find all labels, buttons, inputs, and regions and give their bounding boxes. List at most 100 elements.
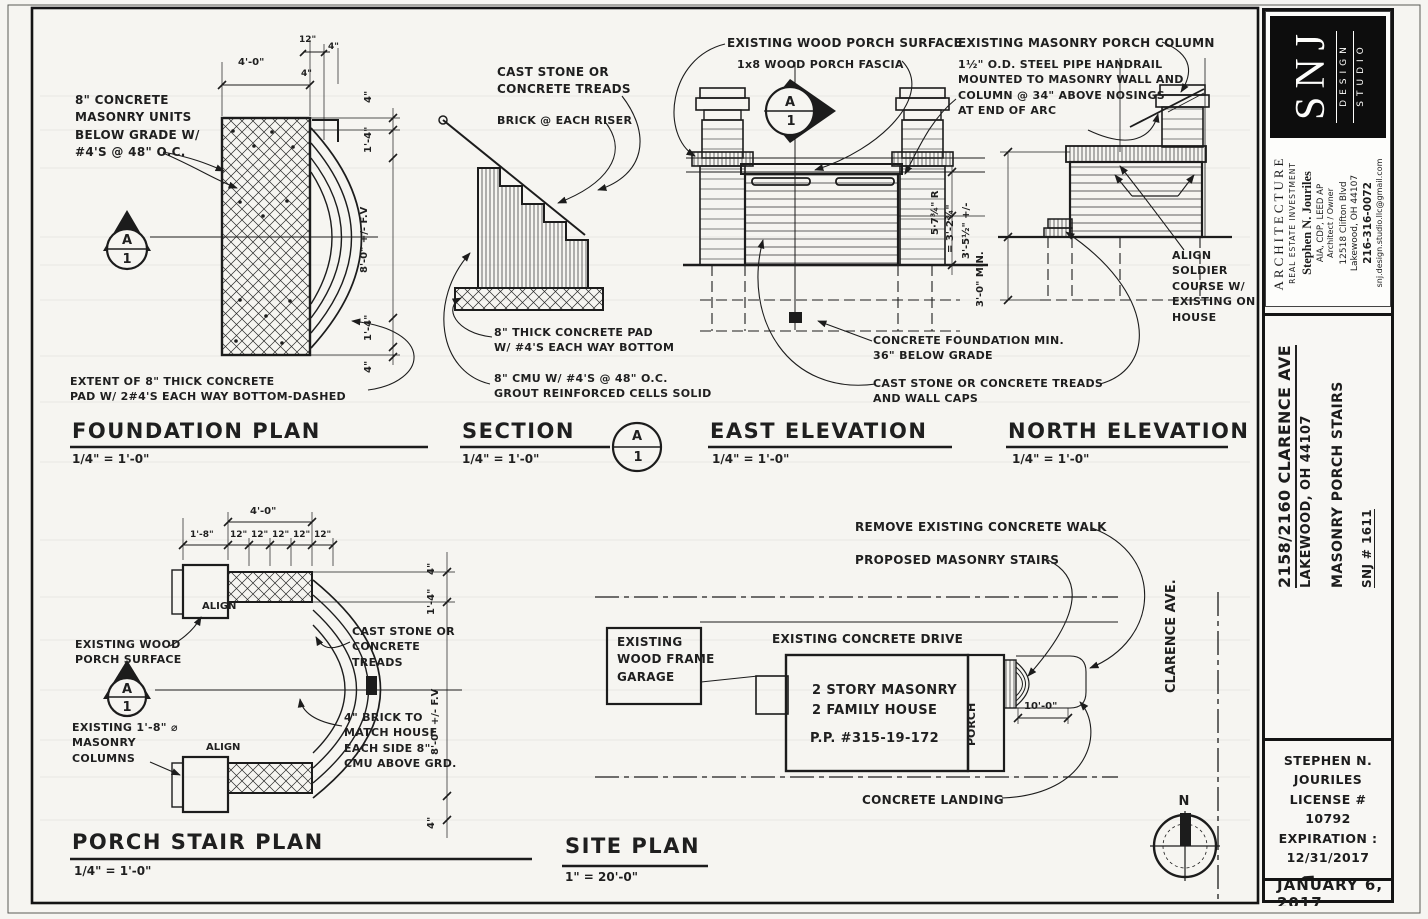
title-east-elevation: EAST ELEVATION [710, 419, 928, 443]
marker-east-letter: A [784, 95, 796, 110]
snj-logo: SNJ DESIGN STUDIO [1270, 16, 1386, 138]
north-arrow-label: N [1178, 794, 1190, 809]
scale-section: 1/4" = 1'-0" [462, 452, 540, 466]
dim-porch-side-14: 1'-4" [426, 588, 437, 615]
dim-east-risers-eq: = 3'-2¾" [945, 204, 956, 253]
drawing-frame [30, 6, 1260, 905]
dim-site-stairs: 10'-0" [1024, 701, 1058, 712]
dim-north-min: 3'-0" MIN. [975, 251, 986, 307]
project-address1: 2158/2160 CLARENCE AVE [1275, 344, 1297, 588]
dim-foundation-side-4-bot: 4" [363, 360, 374, 373]
note-east-foundation: CONCRETE FOUNDATION MIN. 36" BELOW GRADE [873, 334, 1064, 363]
section-drawing [438, 95, 663, 473]
site-plan-drawing [562, 527, 1220, 900]
dim-foundation-side-14-bot: 1'-4" [363, 314, 374, 341]
title-block-project-cell: 2158/2160 CLARENCE AVE LAKEWOOD, OH 4410… [1265, 313, 1391, 596]
label-site-house: 2 STORY MASONRY 2 FAMILY HOUSE [812, 683, 958, 718]
license-number: LICENSE # 10792 [1289, 791, 1367, 827]
dim-east-risers: 5·7¾" R [930, 190, 941, 235]
scale-porch-stair-plan: 1/4" = 1'-0" [74, 864, 152, 878]
firm-address2: Lakewood, OH 44107 [1350, 174, 1361, 272]
marker-foundation-letter: A [121, 233, 133, 248]
dim-foundation-4b: 4" [301, 69, 312, 79]
note-porch-brick: 4" BRICK TO MATCH HOUSE EACH SIDE 8" CMU… [344, 711, 457, 771]
dim-porch-side-4-top: 4" [426, 562, 437, 575]
label-align-bottom: ALIGN [206, 742, 241, 753]
east-elevation-drawing [673, 41, 1190, 449]
note-east-column: EXISTING MASONRY PORCH COLUMN [958, 36, 1215, 50]
label-align-top: ALIGN [202, 601, 237, 612]
firm-principal: Stephen N. Jouriles [1299, 171, 1314, 275]
dim-foundation-12: 12" [299, 35, 317, 45]
dim-porch-side-4-bot: 4" [426, 816, 437, 829]
license-expiration: EXPIRATION : 12/31/2017 [1278, 830, 1378, 865]
snj-logo-studio: STUDIO [1353, 31, 1366, 123]
note-site-walk: REMOVE EXISTING CONCRETE WALK [855, 520, 1107, 534]
dim-foundation-side-height: 8'-0" +/- F.V [359, 206, 370, 273]
note-east-fascia: 1x8 WOOD PORCH FASCIA [737, 58, 904, 71]
note-north-align: ALIGN SOLDIER COURSE W/ EXISTING ON HOUS… [1172, 249, 1256, 324]
title-block: ARCHITECTURE REAL ESTATE INVESTMENT Step… [1262, 8, 1394, 906]
note-section-treads: CAST STONE OR CONCRETE TREADS [497, 65, 631, 97]
dim-porch-12d: 12" [293, 530, 311, 540]
dim-porch-side-height: 8'-0" +/- F.V [430, 688, 441, 755]
dim-porch-12b: 12" [251, 530, 269, 540]
note-site-stairs: PROPOSED MASONRY STAIRS [855, 553, 1060, 567]
label-site-garage: EXISTING WOOD FRAME GARAGE [617, 635, 715, 684]
project-name: MASONRY PORCH STAIRS [1330, 381, 1346, 588]
dim-foundation-side-14-top: 1'-4" [363, 126, 374, 153]
dim-porch-12e: 12" [314, 530, 332, 540]
sheet-date: JANUARY 6, 2017 [1277, 878, 1384, 906]
note-east-handrail: 1½" O.D. STEEL PIPE HANDRAIL MOUNTED TO … [958, 58, 1184, 118]
north-elevation-drawing [998, 58, 1232, 449]
label-street-clarence-ave: CLARENCE AVE. [1164, 579, 1179, 693]
title-block-blank-cell [1265, 596, 1391, 738]
marker-section-number: 1 [633, 450, 643, 465]
firm-role: Architect / Owner [1326, 188, 1336, 258]
label-site-parcel: P.P. #315-19-172 [810, 731, 940, 746]
title-block-license-cell: STEPHEN N. JOURILES LICENSE # 10792 EXPI… [1265, 738, 1391, 878]
firm-business-card: ARCHITECTURE REAL ESTATE INVESTMENT Step… [1265, 11, 1391, 307]
note-section-cmu: 8" CMU W/ #4'S @ 48" O.C. GROUT REINFORC… [494, 372, 712, 401]
label-site-porch: PORCH [965, 702, 978, 746]
scale-foundation-plan: 1/4" = 1'-0" [72, 452, 150, 466]
dim-porch-12c: 12" [272, 530, 290, 540]
note-east-surface: EXISTING WOOD PORCH SURFACE [727, 36, 963, 50]
porch-stair-plan-drawing [70, 512, 532, 861]
title-section: SECTION [462, 419, 575, 443]
project-number: SNJ # 1611 [1360, 509, 1375, 588]
scale-site-plan: 1" = 20'-0" [565, 870, 638, 884]
license-name: STEPHEN N. JOURILES [1283, 753, 1373, 788]
note-porch-treads: CAST STONE OR CONCRETE TREADS [352, 625, 455, 669]
title-block-date-cell: JANUARY 6, 2017 [1265, 878, 1391, 906]
note-porch-surface: EXISTING WOOD PORCH SURFACE [75, 638, 182, 667]
note-porch-columns: EXISTING 1'-8" ⌀ MASONRY COLUMNS [72, 721, 178, 765]
dim-east-total: 3'-5½" +/- [961, 202, 972, 259]
dim-foundation-side-4-top: 4" [363, 90, 374, 103]
foundation-plan-drawing [70, 40, 428, 449]
title-porch-stair-plan: PORCH STAIR PLAN [72, 830, 324, 854]
marker-section-letter: A [631, 429, 643, 444]
note-section-riser: BRICK @ EACH RISER [497, 114, 633, 127]
dim-porch-width: 4'-0" [250, 506, 277, 517]
marker-foundation-number: 1 [122, 252, 132, 267]
note-east-treads: CAST STONE OR CONCRETE TREADS AND WALL C… [873, 377, 1104, 406]
firm-credentials: AIA, CDP, LEED AP [1315, 183, 1326, 263]
project-address2: LAKEWOOD, OH 44107 [1299, 415, 1314, 588]
dim-porch-col: 1'-8" [190, 530, 214, 540]
snj-logo-initials: SNJ [1288, 25, 1334, 121]
dim-foundation-4a: 4" [328, 42, 339, 52]
label-site-drive: EXISTING CONCRETE DRIVE [772, 632, 964, 646]
title-north-elevation: NORTH ELEVATION [1008, 419, 1250, 443]
scale-north-elevation: 1/4" = 1'-0" [1012, 452, 1090, 466]
note-site-landing: CONCRETE LANDING [862, 793, 1004, 807]
note-foundation-pad: EXTENT OF 8" THICK CONCRETE PAD W/ 2#4'S… [70, 375, 346, 404]
marker-east-number: 1 [786, 114, 796, 129]
note-foundation-cmu: 8" CONCRETE MASONRY UNITS BELOW GRADE W/… [75, 93, 200, 160]
marker-porch-letter: A [121, 682, 133, 697]
firm-contact-info: ARCHITECTURE REAL ESTATE INVESTMENT Step… [1270, 144, 1386, 302]
firm-tagline: REAL ESTATE INVESTMENT [1287, 162, 1297, 284]
sheet-edge [7, 4, 1421, 914]
